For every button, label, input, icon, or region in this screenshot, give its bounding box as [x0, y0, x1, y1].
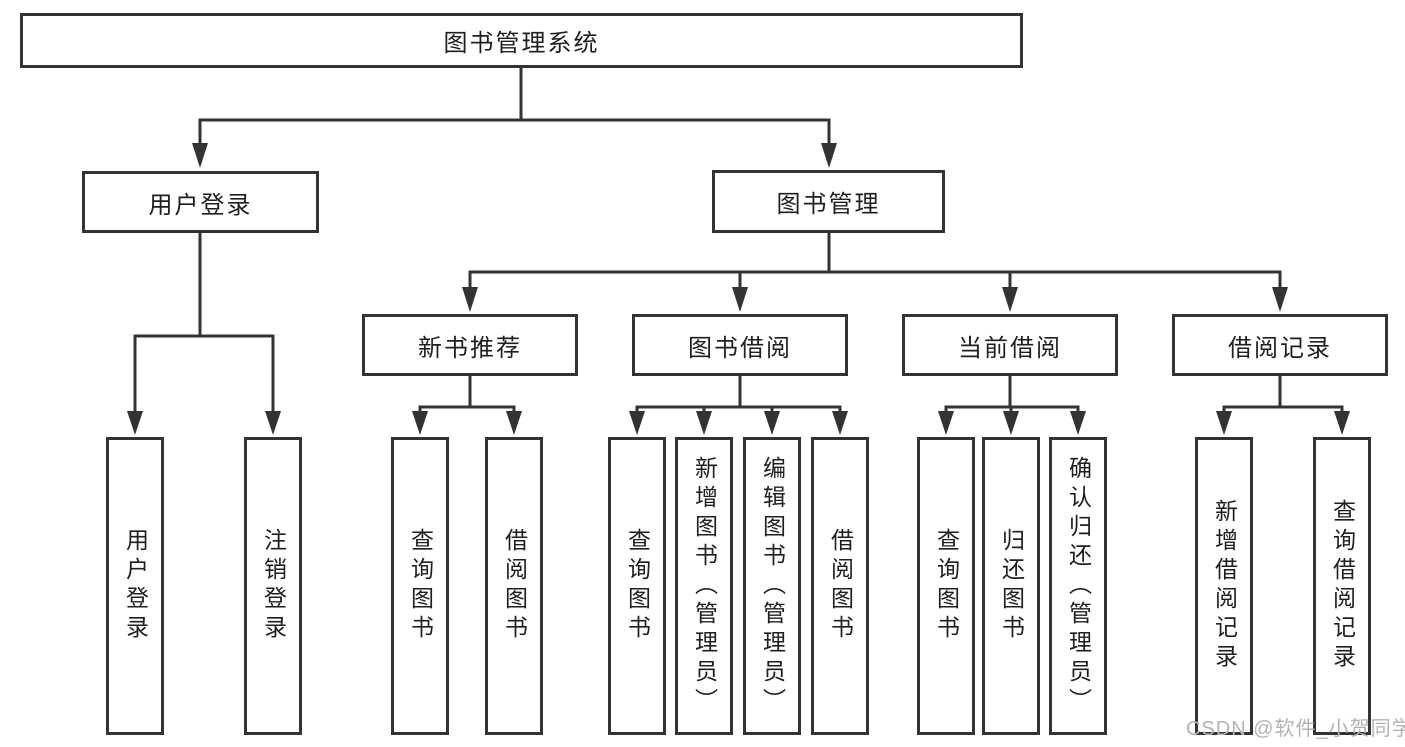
- node-borrowing-records-label: 借阅记录: [1228, 334, 1332, 362]
- node-return-books: 归还图书: [982, 437, 1040, 735]
- node-user-login-label: 用户登录: [148, 191, 253, 219]
- node-current-borrowing: 当前借阅: [902, 314, 1118, 376]
- node-borrow-books-borrowing-label: 借阅图书: [827, 528, 854, 644]
- node-add-book-admin-label: 新增图书（管理员）: [691, 455, 718, 717]
- node-query-books-current-label: 查询图书: [933, 528, 960, 644]
- node-new-book-recommend: 新书推荐: [362, 314, 578, 376]
- node-add-borrow-record: 新增借阅记录: [1195, 437, 1253, 735]
- node-book-borrowing-label: 图书借阅: [688, 334, 792, 362]
- node-query-books-borrowing-label: 查询图书: [624, 528, 651, 644]
- node-login: 用户登录: [106, 437, 164, 735]
- node-user-login: 用户登录: [82, 171, 319, 233]
- node-edit-book-admin: 编辑图书（管理员）: [743, 437, 801, 735]
- node-query-borrow-record-label: 查询借阅记录: [1329, 499, 1356, 673]
- node-query-borrow-record: 查询借阅记录: [1313, 437, 1371, 735]
- node-edit-book-admin-label: 编辑图书（管理员）: [759, 455, 786, 717]
- node-current-borrowing-label: 当前借阅: [958, 334, 1062, 362]
- node-query-books-borrowing: 查询图书: [608, 437, 666, 735]
- node-query-books-recommend: 查询图书: [391, 437, 449, 735]
- node-query-books-recommend-label: 查询图书: [407, 528, 434, 644]
- node-borrowing-records: 借阅记录: [1172, 314, 1388, 376]
- node-logout: 注销登录: [244, 437, 302, 735]
- node-login-label: 用户登录: [122, 528, 149, 644]
- node-return-books-label: 归还图书: [998, 528, 1025, 644]
- connector-root-to-level2: [192, 68, 837, 168]
- node-confirm-return-admin-label: 确认归还（管理员）: [1065, 455, 1092, 717]
- connector-new-book-recommend-children: [412, 376, 522, 435]
- node-add-borrow-record-label: 新增借阅记录: [1211, 499, 1238, 673]
- watermark: CSDN @软件_小贺同学: [1186, 718, 1405, 740]
- connector-borrowing-records-children: [1216, 376, 1350, 435]
- node-add-book-admin: 新增图书（管理员）: [675, 437, 733, 735]
- node-confirm-return-admin: 确认归还（管理员）: [1049, 437, 1107, 735]
- connector-book-borrowing-children: [629, 376, 848, 435]
- node-logout-label: 注销登录: [260, 528, 287, 644]
- connector-user-login-children: [127, 233, 281, 435]
- node-new-book-recommend-label: 新书推荐: [418, 334, 522, 362]
- node-borrow-books-recommend: 借阅图书: [485, 437, 543, 735]
- node-borrow-books-borrowing: 借阅图书: [811, 437, 869, 735]
- connector-book-management-to-level3: [462, 233, 1288, 312]
- connector-current-borrowing-children: [938, 376, 1086, 435]
- node-root: 图书管理系统: [20, 13, 1023, 68]
- node-book-management: 图书管理: [712, 170, 945, 233]
- node-book-borrowing: 图书借阅: [632, 314, 848, 376]
- node-query-books-current: 查询图书: [917, 437, 975, 735]
- node-borrow-books-recommend-label: 借阅图书: [501, 528, 528, 644]
- node-root-label: 图书管理系统: [443, 30, 600, 57]
- node-book-management-label: 图书管理: [776, 191, 881, 218]
